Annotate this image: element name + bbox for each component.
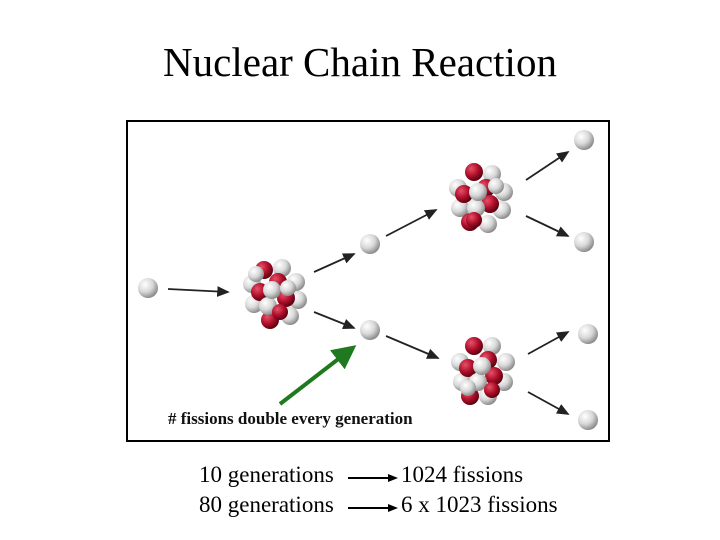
stat-row: 80 generations 6 x 1023 fissions: [0, 492, 720, 522]
arrow-icon: [527, 391, 570, 415]
chain-reaction-diagram: [126, 120, 610, 442]
slide-title: Nuclear Chain Reaction: [163, 39, 557, 85]
arrow-icon: [385, 209, 438, 237]
pointer-arrow-icon: [278, 345, 357, 406]
arrow-icon: [313, 253, 356, 273]
arrow-icon: [348, 474, 398, 482]
stat-row: 10 generations 1024 fissions: [0, 462, 720, 492]
arrow-icon: [348, 504, 398, 512]
neutron-icon: [578, 410, 598, 430]
neutron-icon: [578, 324, 598, 344]
arrow-icon: [385, 335, 440, 359]
diagram-caption: # fissions double every generation: [168, 409, 413, 428]
nucleus-icon: [449, 163, 513, 233]
arrow-icon: [525, 151, 570, 181]
arrow-icon: [313, 311, 356, 330]
generations-label: 10 generations: [199, 462, 334, 487]
neutron-icon: [574, 130, 594, 150]
arrow-icon: [527, 331, 570, 355]
fissions-label: 1024 fissions: [401, 462, 524, 487]
arrow-icon: [525, 215, 570, 237]
fissions-label: 6 x 1023 fissions: [401, 492, 558, 517]
chain-reaction-illustration: [138, 130, 598, 430]
nucleus-icon: [243, 259, 307, 329]
arrow-icon: [167, 286, 230, 297]
nucleus-icon: [451, 337, 515, 405]
generations-label: 80 generations: [199, 492, 334, 517]
neutron-icon: [360, 320, 380, 340]
neutron-icon: [574, 232, 594, 252]
neutron-icon: [138, 278, 158, 298]
neutron-icon: [360, 234, 380, 254]
